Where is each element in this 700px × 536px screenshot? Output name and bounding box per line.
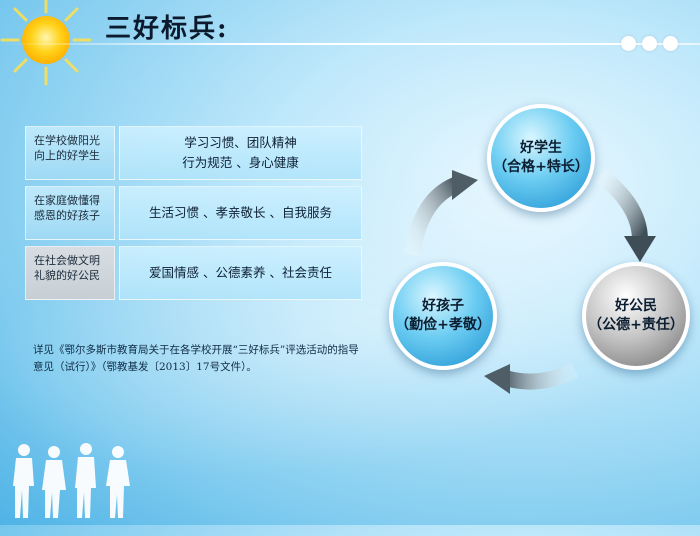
criteria-line: 爱国情感 、公德素养 、社会责任 xyxy=(149,265,332,280)
criteria-society: 爱国情感 、公德素养 、社会责任 xyxy=(119,246,362,300)
standards-table: 在学校做阳光向上的好学生 学习习惯、团队精神 行为规范 、身心健康 在家庭做懂得… xyxy=(25,126,362,306)
table-row: 在家庭做懂得感恩的好孩子 生活习惯 、孝亲敬长 、自我服务 xyxy=(25,186,362,240)
criteria-line: 生活习惯 、孝亲敬长 、自我服务 xyxy=(149,205,332,220)
node-title: 好公民 xyxy=(615,298,657,314)
table-row: 在社会做文明礼貌的好公民 爱国情感 、公德素养 、社会责任 xyxy=(25,246,362,300)
cycle-node-child: 好孩子 （勤俭+孝敬） xyxy=(389,262,497,370)
slide-title: 三好标兵: xyxy=(105,14,229,44)
criteria-line: 行为规范 、身心健康 xyxy=(182,155,299,170)
title-underline xyxy=(0,43,700,45)
cycle-arrow-icon xyxy=(595,168,656,262)
people-silhouette-icon xyxy=(13,443,130,518)
cycle-arrows xyxy=(404,168,656,394)
node-title: 好孩子 xyxy=(422,298,464,314)
criteria-family: 生活习惯 、孝亲敬长 、自我服务 xyxy=(119,186,362,240)
category-school: 在学校做阳光向上的好学生 xyxy=(25,126,115,180)
dot-1 xyxy=(621,36,636,51)
cycle-arrow-icon xyxy=(404,170,478,257)
cycle-arrow-icon xyxy=(484,362,579,394)
cycle-node-citizen: 好公民 （公德+责任） xyxy=(582,262,690,370)
criteria-line: 学习习惯、团队精神 xyxy=(184,135,297,150)
criteria-school: 学习习惯、团队精神 行为规范 、身心健康 xyxy=(119,126,362,180)
category-society: 在社会做文明礼貌的好公民 xyxy=(25,246,115,300)
node-subtitle: （合格+特长） xyxy=(493,159,589,175)
node-subtitle: （勤俭+孝敬） xyxy=(395,317,491,333)
node-subtitle: （公德+责任） xyxy=(588,317,684,333)
table-row: 在学校做阳光向上的好学生 学习习惯、团队精神 行为规范 、身心健康 xyxy=(25,126,362,180)
cycle-node-student: 好学生 （合格+特长） xyxy=(487,104,595,212)
reference-note: 详见《鄂尔多斯市教育局关于在各学校开展“三好标兵”评选活动的指导意见（试行）》（… xyxy=(33,344,359,373)
node-title: 好学生 xyxy=(520,140,562,156)
dot-2 xyxy=(642,36,657,51)
decorative-dots xyxy=(621,36,678,51)
category-family: 在家庭做懂得感恩的好孩子 xyxy=(25,186,115,240)
sun-icon xyxy=(0,0,92,86)
dot-3 xyxy=(663,36,678,51)
